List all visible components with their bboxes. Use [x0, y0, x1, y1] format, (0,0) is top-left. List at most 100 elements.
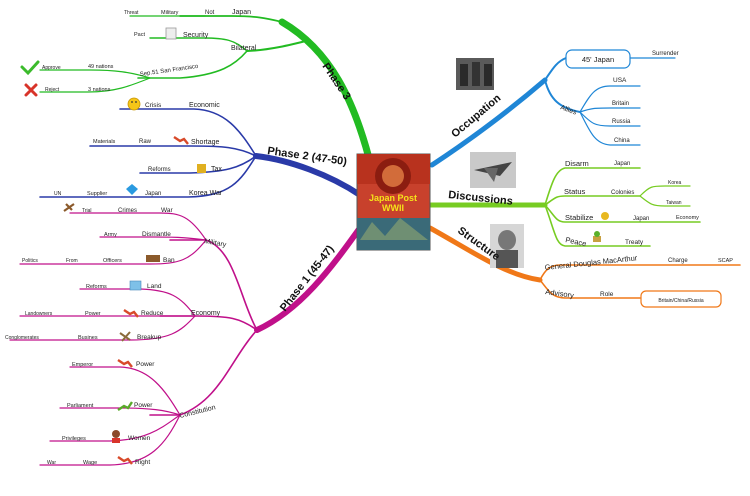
- occupation-photo: [456, 58, 494, 90]
- p1-reduce[interactable]: Reduce: [141, 310, 164, 317]
- p1-right[interactable]: Right: [135, 459, 150, 466]
- disc-disarm[interactable]: Disarm: [565, 159, 589, 168]
- structure-photo: [490, 224, 524, 268]
- disc-colonies[interactable]: Colonies: [611, 190, 634, 196]
- disc-economy[interactable]: Economy: [676, 215, 699, 221]
- trend-down-icon: [117, 456, 133, 465]
- disc-status[interactable]: Status: [564, 187, 586, 196]
- occ-russia[interactable]: Russia: [612, 119, 631, 125]
- str-charge[interactable]: Charge: [668, 258, 688, 264]
- p3-bilateral[interactable]: Bilateral: [231, 45, 257, 52]
- p2-reforms[interactable]: Reforms: [148, 167, 171, 173]
- phase-2-label[interactable]: Phase 2 (47-50): [267, 145, 348, 168]
- p3-approve[interactable]: Approve: [42, 65, 61, 71]
- p1-from[interactable]: From: [66, 258, 78, 264]
- woman-icon: [112, 430, 120, 443]
- branch-discussions[interactable]: [427, 167, 701, 247]
- p2-economic[interactable]: Economic: [189, 102, 220, 109]
- p3-military[interactable]: Military: [161, 10, 179, 16]
- p1-women[interactable]: Women: [128, 435, 151, 442]
- disc-peace[interactable]: Peace: [565, 235, 588, 248]
- p3-reject[interactable]: Reject: [45, 87, 60, 93]
- p1-landowners[interactable]: Landowners: [25, 311, 53, 317]
- p3-pact[interactable]: Pact: [134, 32, 145, 38]
- britain-china-russia-box[interactable]: [640, 290, 722, 308]
- occ-45-japan[interactable]: 45' Japan: [582, 55, 614, 64]
- p1-military[interactable]: Military: [204, 238, 228, 249]
- str-macarthur[interactable]: General Douglas MacArthur: [544, 253, 638, 272]
- p1-power[interactable]: Power: [85, 311, 101, 317]
- p1-trial[interactable]: Trial: [82, 208, 92, 214]
- p3-threat[interactable]: Threat: [124, 10, 139, 16]
- p2-materials[interactable]: Materials: [93, 139, 116, 145]
- p2-japan[interactable]: Japan: [145, 191, 161, 197]
- p1-parliament[interactable]: Parliament: [67, 403, 94, 409]
- disc-treaty[interactable]: Treaty: [625, 239, 644, 246]
- p1-power-parliament[interactable]: Power: [134, 402, 153, 409]
- p3-security[interactable]: Security: [183, 32, 209, 39]
- p2-supplier[interactable]: Supplier: [87, 191, 107, 197]
- disc-korea[interactable]: Korea: [668, 180, 682, 186]
- p2-shortage[interactable]: Shortage: [191, 139, 220, 146]
- str-britain-china-russia[interactable]: Britain/China/Russia: [658, 298, 704, 304]
- disc-japan-2[interactable]: Japan: [633, 216, 649, 222]
- p1-land[interactable]: Land: [147, 283, 162, 290]
- occ-usa[interactable]: USA: [613, 77, 627, 84]
- p1-war[interactable]: War: [161, 207, 174, 214]
- str-role[interactable]: Role: [600, 291, 614, 298]
- p2-korea-war[interactable]: Korea War: [189, 190, 223, 197]
- central-topic[interactable]: Japan Post WWII: [356, 153, 431, 251]
- branch-phase-3[interactable]: [39, 15, 376, 174]
- p3-not[interactable]: Not: [205, 10, 215, 16]
- trend-down-icon: [173, 136, 189, 145]
- p1-officers[interactable]: Officers: [103, 258, 122, 264]
- occ-allies[interactable]: Allies: [559, 104, 578, 116]
- landscape-icon: [129, 280, 142, 291]
- str-scap[interactable]: SCAP: [718, 258, 733, 264]
- trend-up-icon: [117, 401, 133, 411]
- p1-politics[interactable]: Politics: [22, 258, 38, 264]
- p2-raw[interactable]: Raw: [139, 139, 152, 145]
- p1-army[interactable]: Army: [104, 232, 117, 238]
- p2-un[interactable]: UN: [54, 191, 62, 197]
- p1-ban[interactable]: Ban: [163, 257, 175, 264]
- occ-surrender[interactable]: Surrender: [652, 51, 679, 57]
- p1-crimes[interactable]: Crimes: [118, 208, 137, 214]
- p1-conglomerates[interactable]: Conglomerates: [5, 335, 39, 341]
- p1-economy[interactable]: Economy: [191, 310, 221, 317]
- p3-sep51[interactable]: Sep.51 San Francisco: [139, 64, 199, 78]
- p1-privileges[interactable]: Privileges: [62, 436, 86, 442]
- branch-phase-2[interactable]: [39, 108, 363, 198]
- branch-occupation[interactable]: [429, 57, 676, 168]
- p1-wage[interactable]: Wage: [83, 460, 97, 466]
- p2-crisis[interactable]: Crisis: [145, 102, 162, 109]
- cross-icon: [24, 83, 38, 97]
- disc-taiwan[interactable]: Taiwan: [666, 200, 682, 206]
- p1-breakup[interactable]: Breakup: [137, 334, 162, 341]
- japan-45-box[interactable]: [565, 49, 631, 69]
- occ-britain[interactable]: Britain: [612, 101, 629, 107]
- plant-icon: [593, 231, 601, 242]
- p3-3-nations[interactable]: 3 nations: [88, 87, 111, 93]
- phase-1-label[interactable]: Phase 1 (45-47): [278, 243, 337, 314]
- p1-dismantle[interactable]: Dismantle: [142, 231, 171, 238]
- str-advisory[interactable]: Advisory: [545, 287, 575, 300]
- p2-tax[interactable]: Tax: [211, 166, 222, 173]
- p3-49-nations[interactable]: 49 nations: [88, 64, 114, 70]
- p3-japan[interactable]: Japan: [232, 9, 251, 16]
- p1-power-emperor[interactable]: Power: [136, 361, 155, 368]
- occ-china[interactable]: China: [614, 138, 630, 144]
- p1-emperor[interactable]: Emperor: [72, 362, 93, 368]
- trend-down-icon: [117, 359, 133, 368]
- phase-3-label[interactable]: Phase 3: [320, 61, 353, 102]
- p1-war-2[interactable]: War: [47, 460, 56, 466]
- p1-reforms[interactable]: Reforms: [86, 284, 107, 290]
- branch-phase-1[interactable]: [9, 212, 365, 466]
- disc-japan[interactable]: Japan: [614, 161, 630, 167]
- p1-busines[interactable]: Busines: [78, 335, 98, 341]
- branch-structure[interactable]: [427, 225, 741, 299]
- medal-icon: [601, 212, 609, 220]
- smiley-icon: [127, 97, 141, 111]
- disc-stabilize[interactable]: Stabilize: [565, 213, 593, 222]
